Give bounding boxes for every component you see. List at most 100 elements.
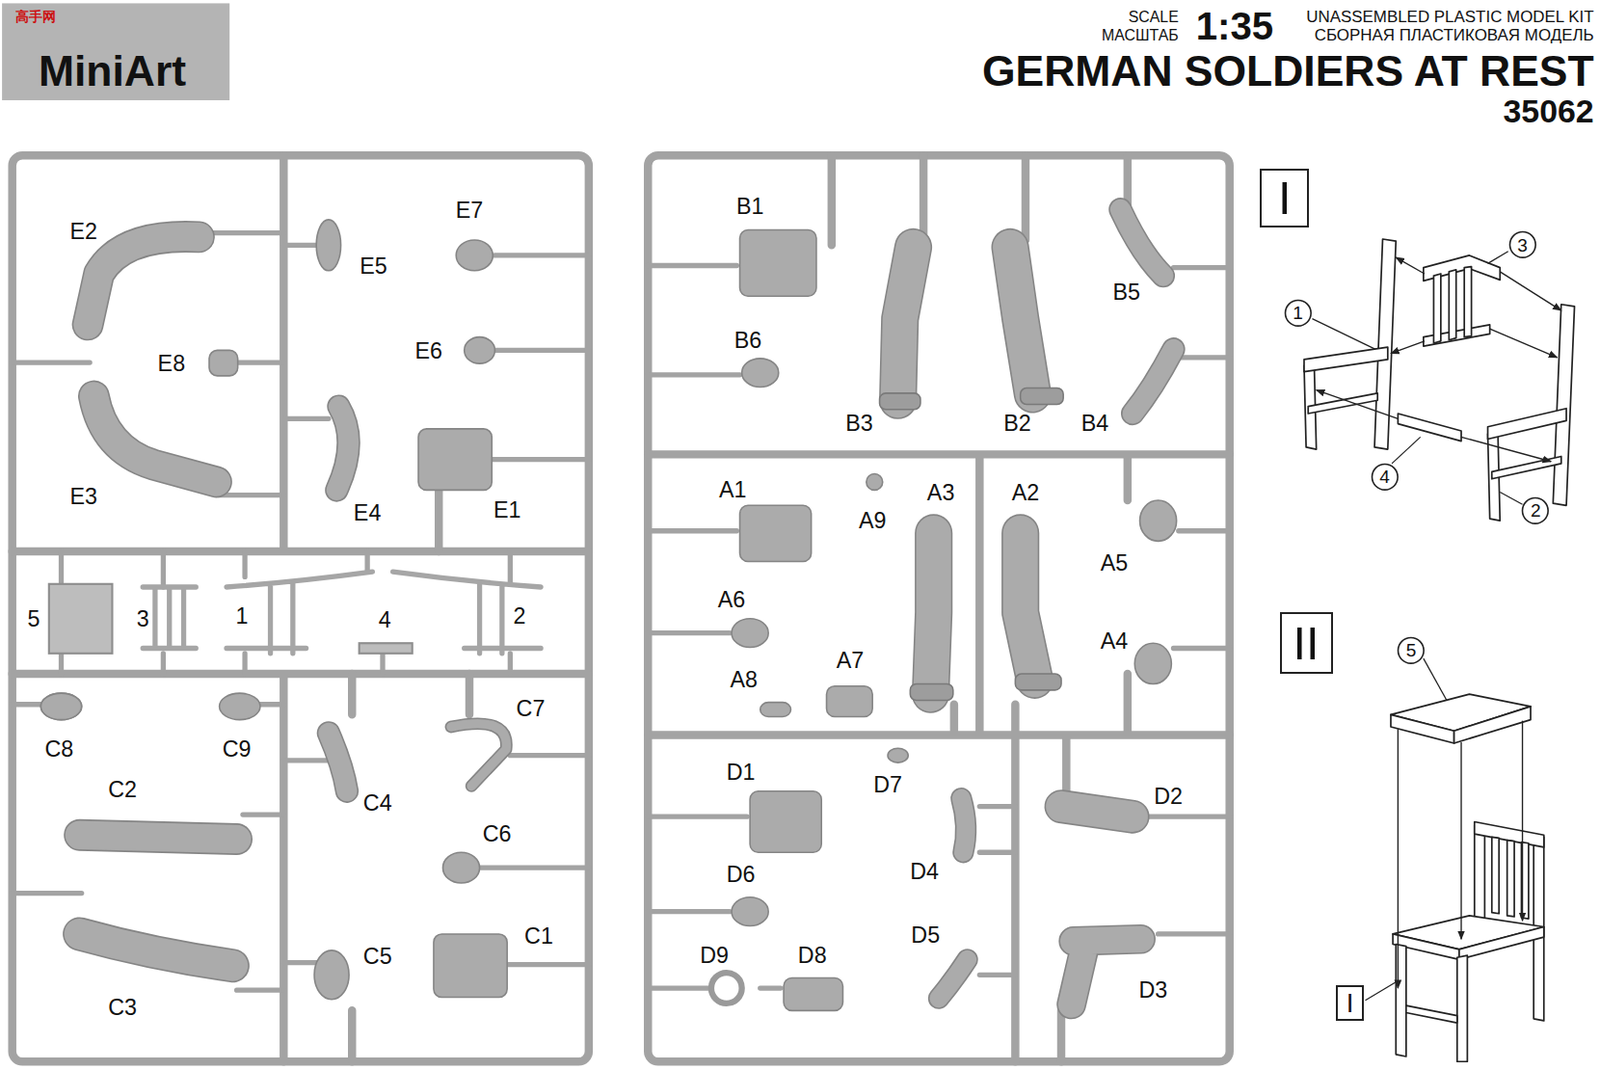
drawing-part (40, 693, 81, 720)
assembly-step-one (1304, 239, 1575, 521)
title: GERMAN SOLDIERS AT REST (982, 50, 1595, 93)
drawing-part (219, 693, 261, 720)
callout-circle: 3 (1508, 230, 1538, 260)
part-number: A1 (719, 480, 747, 503)
part-number: A9 (858, 509, 886, 533)
drawing-part (418, 428, 492, 491)
part-number: E2 (70, 221, 98, 244)
part-number: 3 (136, 608, 150, 631)
assembly-arrows-two (1397, 720, 1522, 988)
part-number: C2 (107, 779, 137, 802)
drawing-part (1, 2, 230, 101)
drawing-part (1423, 658, 1449, 705)
drawing-part (1457, 955, 1468, 1062)
drawing-part (314, 950, 349, 1000)
drawing-part (80, 834, 238, 839)
drawing-part (887, 747, 908, 763)
part-number: E7 (455, 199, 483, 222)
part-number: A3 (927, 482, 955, 506)
part-number: 4 (378, 609, 392, 632)
drawing-part (1071, 938, 1142, 1005)
part-number: E4 (353, 502, 381, 525)
figure-parts (40, 209, 1176, 1011)
drawing-part (316, 219, 341, 271)
drawing-part (1071, 938, 1142, 1005)
drawing-part (749, 791, 822, 854)
drawing-part (1552, 304, 1574, 507)
drawing-part (328, 732, 347, 791)
part-number: A5 (1100, 553, 1128, 576)
drawing-part (80, 933, 234, 966)
drawing-part (960, 798, 966, 853)
drawing-part (1454, 706, 1531, 744)
drawing-part (464, 337, 496, 365)
step-number: I (1346, 989, 1355, 1017)
part-number: C9 (222, 738, 252, 761)
part-number: B6 (734, 329, 762, 352)
part-number: 2 (512, 606, 526, 629)
drawing-part (1461, 436, 1551, 461)
drawing-part (87, 236, 199, 324)
part-number: D2 (1153, 785, 1183, 808)
drawing-part (1020, 388, 1064, 405)
circle-outline (1284, 300, 1311, 327)
part-number: B1 (736, 195, 764, 218)
drawing-part (898, 246, 914, 400)
part-number: E6 (414, 341, 442, 364)
drawing-part (1120, 209, 1163, 276)
drawing-part (740, 505, 812, 561)
drawing-part (1507, 840, 1515, 917)
drawing-part (760, 702, 792, 718)
drawing-part (1132, 348, 1174, 414)
part-number: B3 (845, 413, 873, 436)
drawing-part (142, 586, 196, 649)
drawing-part (931, 533, 934, 694)
drawing-part (1460, 742, 1462, 939)
drawing-part (1365, 982, 1397, 1001)
drawing-part (742, 358, 779, 388)
kit-type: СБОРНАЯ ПЛАСТИКОВАЯ МОДЕЛЬ (1314, 27, 1595, 45)
drawing-part (1316, 390, 1399, 420)
drawing-part (336, 406, 348, 491)
drawing-part (1020, 533, 1036, 680)
drawing-part (1014, 673, 1062, 691)
circle-outline (1509, 232, 1536, 259)
drawing-part (1459, 927, 1545, 960)
part-number: E1 (493, 500, 521, 523)
part-number: D1 (726, 762, 756, 785)
drawing-part (731, 897, 769, 927)
drawing-part (1448, 269, 1456, 341)
drawing-part (1406, 1005, 1458, 1023)
part-number: A2 (1012, 482, 1040, 506)
drawing-part (80, 834, 238, 839)
drawing-part (455, 240, 493, 271)
drawing-part (1020, 533, 1036, 680)
brand-logo: MiniArt (38, 50, 187, 93)
scale-label: SCALE (1128, 9, 1179, 26)
drawing-part (61, 551, 511, 674)
drawing-part (740, 229, 817, 296)
circle-outline (1522, 497, 1549, 524)
drawing-part (1492, 455, 1562, 479)
drawing-part (783, 977, 843, 1011)
drawing-part (351, 155, 1229, 1062)
circle-outline (1398, 637, 1425, 664)
drawing-part (909, 684, 953, 701)
logo (1, 2, 230, 101)
drawing-part (49, 584, 113, 654)
sprue-runners (12, 155, 1230, 1062)
part-number: D5 (910, 924, 940, 947)
drawing-part (93, 396, 216, 482)
part-number: C1 (524, 925, 554, 948)
drawing-part (336, 406, 348, 491)
drawing-part (1490, 328, 1558, 358)
drawing-part (1395, 257, 1425, 274)
callout-number: 5 (1406, 640, 1417, 660)
callout-number: 2 (1530, 501, 1542, 520)
part-number: D6 (726, 864, 756, 887)
drawing-part (898, 246, 914, 400)
drawing-part (1140, 500, 1177, 541)
part-number: D8 (798, 944, 827, 967)
drawing-part (938, 959, 968, 998)
